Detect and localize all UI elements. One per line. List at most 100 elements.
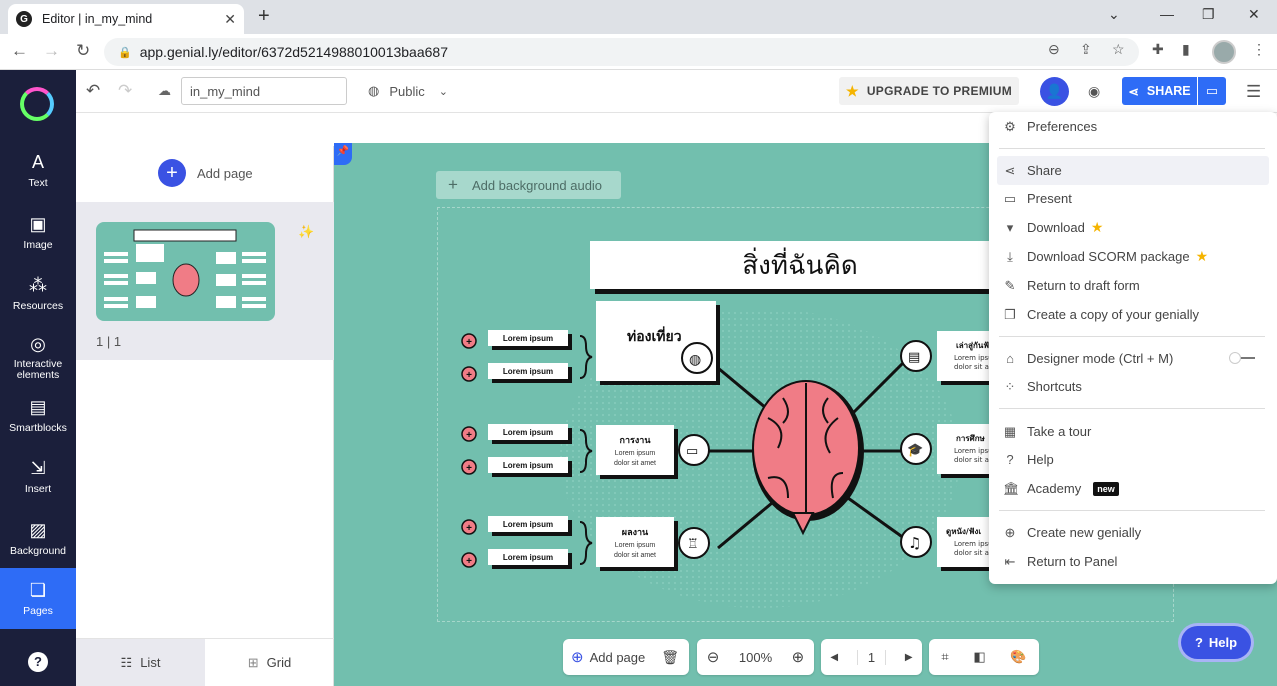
palette-icon[interactable]: 🎨 xyxy=(1010,649,1027,664)
sidebar-item-resources[interactable]: ⁂Resources xyxy=(0,273,76,333)
lock-icon: 🔒 xyxy=(118,46,132,59)
help-question-icon[interactable]: ? xyxy=(28,652,48,672)
genially-logo-icon[interactable] xyxy=(20,87,54,121)
menu-item-take-a-tour[interactable]: ▦Take a tour xyxy=(1003,423,1092,440)
back-icon[interactable]: ← xyxy=(11,41,28,60)
extensions-icon[interactable]: ✚ xyxy=(1152,41,1164,57)
menu-divider xyxy=(999,336,1265,337)
pin-icon[interactable]: 📌 xyxy=(334,143,352,165)
fit-screen-icon[interactable]: ⌗ xyxy=(941,649,949,664)
menu-item-present[interactable]: ▭Present xyxy=(1003,190,1072,207)
forward-icon[interactable]: → xyxy=(43,41,60,60)
page-thumbnail-list: ✨ 1 | 1 xyxy=(76,202,334,360)
sidebar-item-smartblocks[interactable]: ▤Smartblocks xyxy=(0,395,76,455)
profile-avatar[interactable] xyxy=(1212,40,1236,64)
zoom-out-icon[interactable]: ⊖ xyxy=(706,649,720,666)
resources-icon: ⁂ xyxy=(29,275,47,295)
bottom-add-page-button[interactable]: Add page xyxy=(589,649,646,665)
hamburger-menu-icon[interactable]: ☰ xyxy=(1246,82,1262,101)
reload-icon[interactable]: ↻ xyxy=(76,41,91,60)
page-thumbnail[interactable] xyxy=(96,222,275,321)
svg-text:dolor sit amet: dolor sit amet xyxy=(614,460,656,467)
trash-icon[interactable]: 🗑 xyxy=(661,648,680,665)
magic-wand-icon[interactable]: ✨ xyxy=(298,224,315,239)
add-page-plus-icon[interactable]: ⊕ xyxy=(571,649,584,666)
menu-item-preferences[interactable]: ⚙Preferences xyxy=(1004,118,1098,135)
next-page-icon[interactable]: ▶ xyxy=(904,651,913,663)
close-tab-icon[interactable]: ✕ xyxy=(224,10,236,27)
page-counter: 1 | 1 xyxy=(96,334,122,349)
menu-item-download[interactable]: ▾Download★ xyxy=(997,213,1269,242)
svg-text:+: + xyxy=(466,337,472,348)
share-icon: ⋖ xyxy=(1004,162,1016,178)
svg-text:+: + xyxy=(466,430,472,441)
menu-item-return-to-draft[interactable]: ✎Return to draft form xyxy=(1004,277,1140,294)
svg-text:Lorem ipsum: Lorem ipsum xyxy=(503,334,553,343)
browser-menu-icon[interactable]: ⋮ xyxy=(1252,41,1266,57)
undo-icon[interactable]: ↶ xyxy=(86,81,101,100)
new-tab-icon[interactable]: + xyxy=(258,5,270,27)
new-badge: new xyxy=(1093,481,1119,496)
split-view-icon[interactable]: ◧ xyxy=(973,649,986,664)
menu-item-share[interactable]: ⋖Share xyxy=(997,156,1269,185)
close-window-icon[interactable]: ✕ xyxy=(1248,6,1260,22)
present-icon: ▭ xyxy=(1205,83,1219,98)
designer-icon: ⌂ xyxy=(1006,351,1014,366)
redo-icon[interactable]: ↷ xyxy=(118,81,133,100)
add-collaborator-button[interactable]: 👤 xyxy=(1040,77,1069,106)
zoom-in-icon[interactable]: ⊕ xyxy=(791,649,805,666)
menu-item-create-copy[interactable]: ❐Create a copy of your genially xyxy=(1004,306,1199,323)
present-button[interactable]: ▭ xyxy=(1198,77,1226,105)
share-page-icon[interactable]: ⇪ xyxy=(1080,41,1092,57)
designer-mode-toggle[interactable] xyxy=(1229,352,1255,364)
minimize-window-icon[interactable]: — xyxy=(1160,6,1174,22)
plus-icon: + xyxy=(448,175,458,194)
list-icon: ☷ xyxy=(120,654,133,670)
menu-divider xyxy=(999,148,1265,149)
preview-eye-icon[interactable]: ◉ xyxy=(1088,83,1101,99)
draft-icon: ✎ xyxy=(1004,277,1016,293)
svg-text:+: + xyxy=(466,523,472,534)
add-page-button[interactable]: + Add page xyxy=(158,159,253,187)
sidebar-item-interactive-elements[interactable]: ◎Interactive elements xyxy=(0,332,76,392)
menu-item-create-new-genially[interactable]: ⊕Create new genially xyxy=(1004,524,1142,541)
bookmark-star-icon[interactable]: ☆ xyxy=(1112,41,1125,57)
interactive-icon: ◎ xyxy=(30,334,46,354)
genially-name-input[interactable] xyxy=(181,77,347,105)
sidebar-item-insert[interactable]: ⇲Insert xyxy=(0,456,76,516)
add-background-audio-button[interactable]: + Add background audio xyxy=(436,171,621,199)
side-panel-icon[interactable]: ▮ xyxy=(1182,41,1190,57)
previous-page-icon[interactable]: ◀ xyxy=(830,651,839,663)
add-user-icon: 👤 xyxy=(1045,83,1064,99)
menu-item-designer-mode[interactable]: ⌂Designer mode (Ctrl + M) xyxy=(997,344,1269,373)
help-icon: ? xyxy=(1006,452,1014,467)
menu-item-shortcuts[interactable]: ⁘Shortcuts xyxy=(1004,378,1082,395)
visibility-dropdown[interactable]: ◍ Public ⌄ xyxy=(368,83,448,99)
help-button[interactable]: ? Help xyxy=(1181,626,1251,659)
sidebar-item-image[interactable]: ▣Image xyxy=(0,212,76,272)
menu-item-help[interactable]: ?Help xyxy=(997,445,1269,474)
sidebar-item-pages[interactable]: ❏Pages xyxy=(0,568,76,629)
current-page[interactable]: 1 xyxy=(856,649,887,665)
zoom-icon[interactable]: ⊖ xyxy=(1048,41,1060,57)
view-mode-tabs: ☷List ⊞Grid xyxy=(76,638,334,686)
tab-search-chevron-icon[interactable]: ⌄ xyxy=(1108,6,1120,22)
tab-grid-view[interactable]: ⊞Grid xyxy=(247,654,292,671)
sidebar-item-background[interactable]: ▨Background xyxy=(0,518,76,578)
brain-illustration xyxy=(752,380,864,536)
computer-icon: ▭ xyxy=(686,443,698,458)
slide-area[interactable]: สิ่งที่ฉันคิด ท่องเที่ยว ◍ xyxy=(437,207,1174,622)
tour-icon: ▦ xyxy=(1003,423,1017,439)
menu-item-download-scorm[interactable]: ⤓Download SCORM package★ xyxy=(997,242,1269,271)
browser-tab[interactable]: G Editor | in_my_mind ✕ xyxy=(8,4,244,34)
address-bar[interactable]: 🔒 app.genial.ly/editor/6372d521498801001… xyxy=(104,38,1139,66)
menu-item-return-to-panel[interactable]: ⇤Return to Panel xyxy=(1004,553,1118,570)
smartblocks-icon: ▤ xyxy=(29,397,47,417)
share-button[interactable]: ⋖ SHARE xyxy=(1122,77,1197,105)
tab-list-view[interactable]: ☷List xyxy=(76,639,205,686)
restore-window-icon[interactable]: ❐ xyxy=(1202,6,1215,22)
upgrade-premium-button[interactable]: ★ UPGRADE TO PREMIUM xyxy=(839,77,1019,105)
